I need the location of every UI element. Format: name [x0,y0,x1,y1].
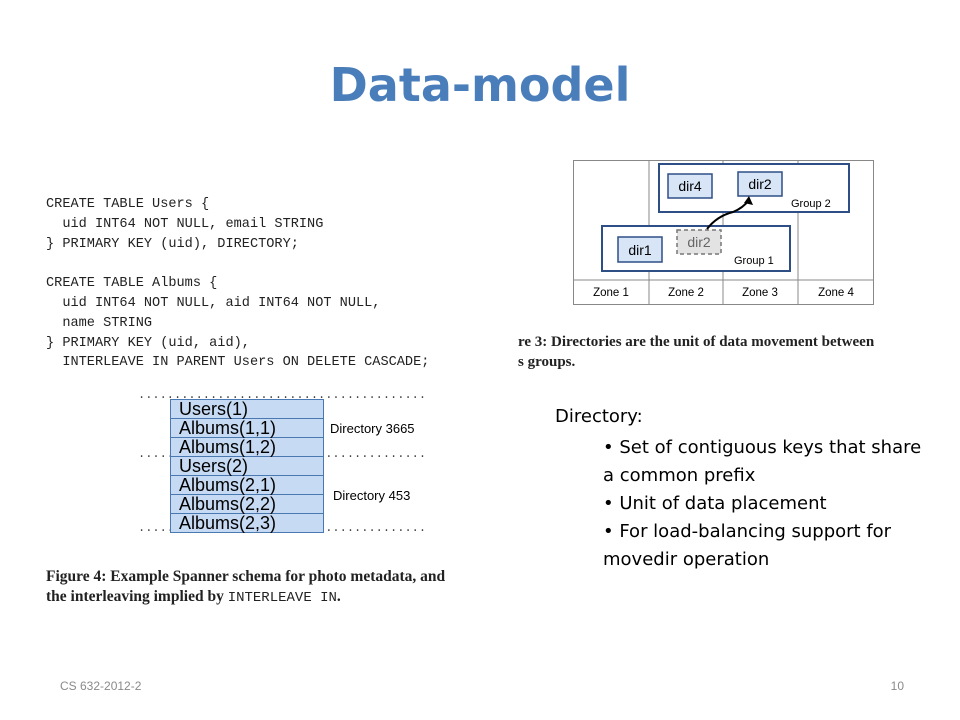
zone4-label: Zone 4 [818,287,854,299]
directory-heading: Directory: [555,406,643,427]
dir2-moving-box [676,229,722,255]
directory-row: Users(2) [171,457,323,476]
figure4-caption-line1: Figure 4: Example Spanner schema for pho… [46,568,446,585]
directory-label-3665: Directory 3665 [330,421,415,436]
dir1-box [617,236,663,263]
zone-group-diagram: dir4 dir2 Group 2 dir1 dir2 Group 1 Zone… [573,160,874,305]
directory-row: Users(1) [171,400,323,419]
dir2-box [737,171,783,197]
page-number: 10 [890,679,904,693]
dir1-label: dir1 [628,242,652,258]
dir4-box [667,173,713,199]
footer-course: CS 632-2012-2 [60,679,142,693]
figure3-caption-line1: re 3: Directories are the unit of data m… [518,334,875,350]
figure4-caption-period: . [336,588,341,605]
figure4-caption-code: INTERLEAVE IN [227,590,337,606]
figure3-caption: re 3: Directories are the unit of data m… [518,332,950,372]
move-arrow [706,199,750,230]
dir2-label: dir2 [748,176,772,192]
zone1-label: Zone 1 [593,287,629,299]
figure3-caption-line2: s groups. [518,354,576,370]
directory-row: Albums(2,1) [171,476,323,495]
bullet-item: • For load-balancing support for movedir… [603,521,892,570]
directory-row: Albums(2,2) [171,495,323,514]
group2-label: Group 2 [791,198,831,210]
directory-table: Users(1) Albums(1,1) Albums(1,2) Users(2… [170,399,324,533]
directory-row: Albums(2,3) [171,514,323,533]
group1-label: Group 1 [734,255,774,267]
move-arrow-head [744,196,753,205]
directory-row: Albums(1,1) [171,419,323,438]
bullet-list: • Set of contiguous keys that share a co… [603,434,933,574]
zone3-label: Zone 3 [742,287,778,299]
schema-code: CREATE TABLE Users { uid INT64 NOT NULL,… [46,197,430,371]
bullet-item: • Unit of data placement [603,493,827,514]
figure4-caption-text: the interleaving implied by [46,588,228,605]
zone2-label: Zone 2 [668,287,704,299]
dotted-separator-top: ........................................ [138,388,427,402]
dir4-label: dir4 [678,178,702,194]
figure4-caption-line2: the interleaving implied by INTERLEAVE I… [46,587,445,608]
directory-row: Albums(1,2) [171,438,323,457]
figure4-caption: Figure 4: Example Spanner schema for pho… [46,567,445,608]
dir2-moving-label: dir2 [687,234,711,250]
directory-label-453: Directory 453 [333,488,411,503]
bullet-item: • Set of contiguous keys that share a co… [603,437,922,486]
slide-title: Data-model [329,58,631,112]
